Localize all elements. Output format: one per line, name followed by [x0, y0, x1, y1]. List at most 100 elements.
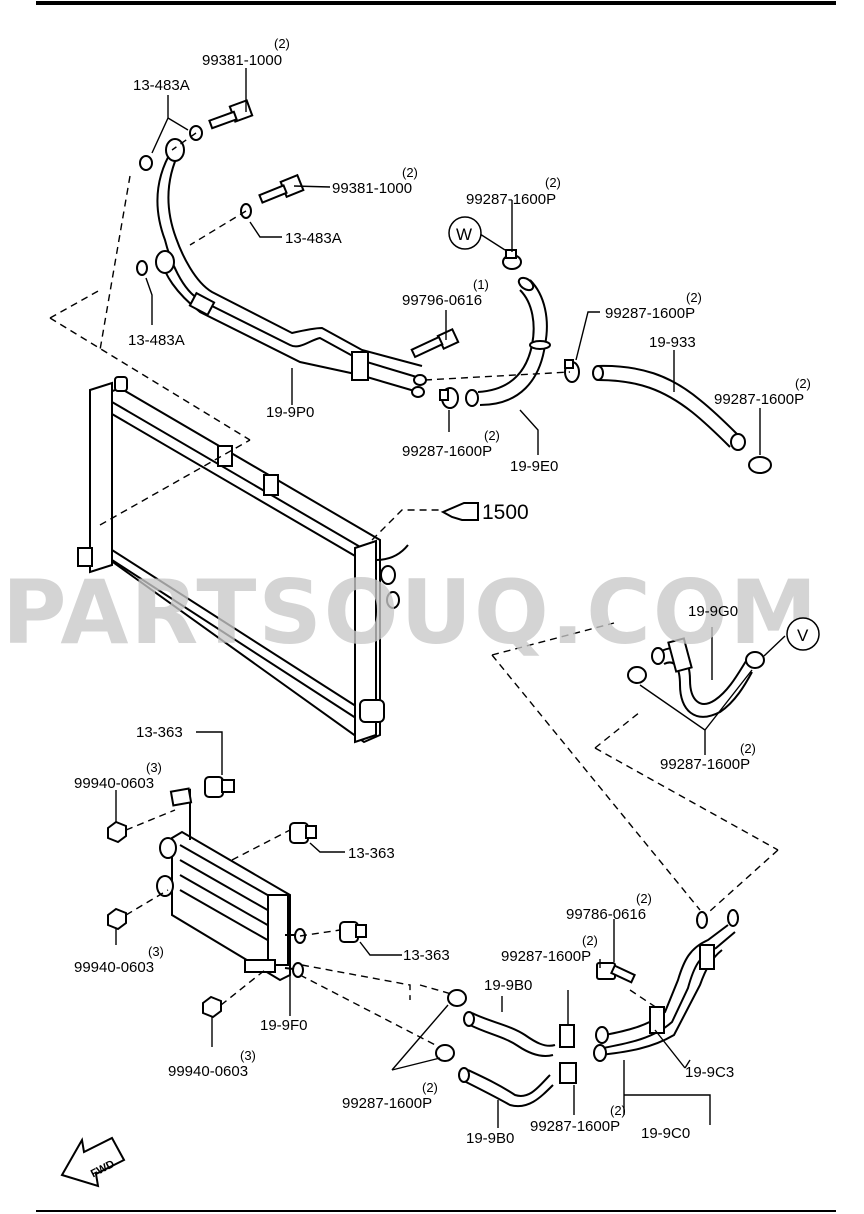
callout-gasket-b[interactable]: 13-483A [285, 230, 342, 247]
part-number-label: 99287-1600P [402, 443, 492, 460]
view-v-label: V [797, 626, 809, 645]
forward-arrow-icon: FWD [60, 1136, 126, 1188]
callout-gasket-a[interactable]: 13-483A [133, 77, 190, 94]
callout-hose-9e0[interactable]: 19-9E0 [510, 458, 558, 475]
callout-nut-low[interactable]: (3) 99940-0603 [168, 1048, 256, 1080]
oil-pipe-upper[interactable] [155, 138, 427, 398]
clamp-r2[interactable] [748, 456, 772, 474]
part-number-label: 19-9B0 [484, 977, 532, 994]
hose-19-9b0-upper[interactable] [463, 1011, 556, 1057]
bolt-icon-9c[interactable] [596, 962, 636, 984]
reference-callout[interactable]: 1500 [440, 501, 529, 524]
callout-clamp-v[interactable]: (2) 99287-1600P [660, 741, 756, 773]
clamp-r1[interactable] [564, 359, 580, 383]
quantity-label: (2) [545, 175, 561, 190]
callout-pipe-9c3[interactable]: 19-9C3 [685, 1064, 734, 1081]
callout-pipe-9f0[interactable]: 19-9F0 [260, 1017, 308, 1034]
guide-nut-low [220, 969, 266, 1006]
quantity-label: (2) [422, 1080, 438, 1095]
part-number-label: 13-483A [128, 332, 185, 349]
part-number-label: 99381-1000 [332, 180, 412, 197]
part-number-label: 13-363 [348, 845, 395, 862]
clamp-left-e0[interactable] [439, 387, 459, 409]
part-number-label: 13-363 [403, 947, 450, 964]
clamp-b-3[interactable] [559, 1024, 575, 1048]
callout-gasket-c[interactable]: 13-483A [128, 332, 185, 349]
nut-icon-low[interactable] [202, 995, 222, 1019]
clamp-b-2[interactable] [435, 1044, 455, 1062]
callout-nut-mid[interactable]: (3) 99940-0603 [74, 944, 164, 976]
radiator[interactable] [77, 376, 409, 744]
clamp-w[interactable] [502, 249, 522, 270]
watermark: PARTSOUQ.COM [2, 561, 819, 664]
part-number-label: 19-9F0 [260, 1017, 308, 1034]
clamp-b-1[interactable] [447, 989, 467, 1007]
nut-icon-mid[interactable] [107, 907, 127, 931]
plug-icon-low[interactable] [339, 921, 367, 943]
part-number-label: 99796-0616 [402, 292, 482, 309]
callout-plug-mid[interactable]: 13-363 [348, 845, 395, 862]
guide-nut-mid [125, 889, 169, 916]
part-number-label: 99940-0603 [74, 959, 154, 976]
part-number-label: 19-9C0 [641, 1125, 690, 1142]
callout-clamp-l1[interactable]: (2) 99287-1600P [402, 428, 500, 460]
callout-pipe-9c0[interactable]: 19-9C0 [641, 1125, 690, 1142]
callout-plug-top[interactable]: 13-363 [136, 724, 183, 741]
hose-19-933[interactable] [592, 364, 746, 451]
callout-pipe-9p0[interactable]: 19-9P0 [266, 404, 314, 421]
callout-hose-9b0-b[interactable]: 19-9B0 [466, 1130, 514, 1147]
part-number-label: 99287-1600P [530, 1118, 620, 1135]
plug-icon-top[interactable] [204, 776, 235, 798]
pointing-hand-icon [440, 502, 479, 521]
guide-9g0-box-3 [594, 747, 779, 851]
callout-clamp-b2[interactable]: (2) 99287-1600P [342, 1080, 438, 1112]
view-v-marker[interactable]: V [786, 617, 820, 651]
callout-nut-top[interactable]: (3) 99940-0603 [74, 760, 162, 792]
part-number-label: 99287-1600P [342, 1095, 432, 1112]
callout-hose-933[interactable]: 19-933 [649, 334, 696, 351]
callout-clamp-b1[interactable]: (2) 99287-1600P [501, 933, 598, 965]
clamp-v-right[interactable] [745, 651, 765, 669]
guide-gasket-1 [171, 132, 197, 151]
callout-bolt-small[interactable]: (1) 99796-0616 [402, 277, 489, 309]
callout-bolt-9c[interactable]: (2) 99786-0616 [566, 891, 652, 923]
callout-bolt-mid[interactable]: (2) 99381-1000 [332, 165, 418, 197]
callout-clamp-w[interactable]: (2) 99287-1600P [466, 175, 561, 208]
callout-hose-9b0-a[interactable]: 19-9B0 [484, 977, 532, 994]
callout-bolt-top[interactable]: (2) 99381-1000 [202, 36, 290, 69]
quantity-label: (2) [740, 741, 756, 756]
oil-cooler[interactable] [156, 787, 291, 982]
hose-19-9g0[interactable] [651, 637, 753, 718]
gasket-ring-4[interactable] [136, 260, 148, 276]
hose-19-9e0[interactable] [465, 275, 551, 407]
part-number-label: 19-9E0 [510, 458, 558, 475]
clamp-b-4[interactable] [559, 1062, 577, 1084]
leader-lines [115, 68, 786, 1128]
part-number-label: 13-363 [136, 724, 183, 741]
bolt-icon-mid[interactable] [258, 173, 305, 204]
callout-plug-low[interactable]: 13-363 [403, 947, 450, 964]
plug-icon-mid[interactable] [289, 822, 317, 844]
part-number-label: 99287-1600P [501, 948, 591, 965]
callout-clamp-r2[interactable]: (2) 99287-1600P [714, 376, 811, 408]
part-number-label: 19-9C3 [685, 1064, 734, 1081]
guide-e0 [424, 371, 571, 381]
nut-icon-top[interactable] [107, 820, 127, 844]
guide-9g0-box-4 [699, 849, 779, 921]
guide-nut-top [125, 809, 176, 831]
callout-clamp-r1[interactable]: (2) 99287-1600P [605, 290, 702, 322]
callout-clamp-b3[interactable]: (2) 99287-1600P [530, 1103, 626, 1135]
quantity-label: (3) [146, 760, 162, 775]
callout-hose-9g0[interactable]: 19-9G0 [688, 603, 738, 620]
part-number-label: 19-9B0 [466, 1130, 514, 1147]
gasket-ring-2[interactable] [139, 155, 153, 171]
view-w-marker[interactable]: W [448, 216, 482, 250]
pipe-19-9c0[interactable] [593, 909, 739, 1062]
bolt-icon-small[interactable] [410, 327, 460, 359]
reference-number: 1500 [482, 501, 529, 524]
clamp-v-left[interactable] [627, 666, 647, 684]
hose-19-9b0-lower[interactable] [458, 1067, 554, 1108]
guide-9f0-a [301, 964, 411, 1000]
part-number-label: 19-933 [649, 334, 696, 351]
